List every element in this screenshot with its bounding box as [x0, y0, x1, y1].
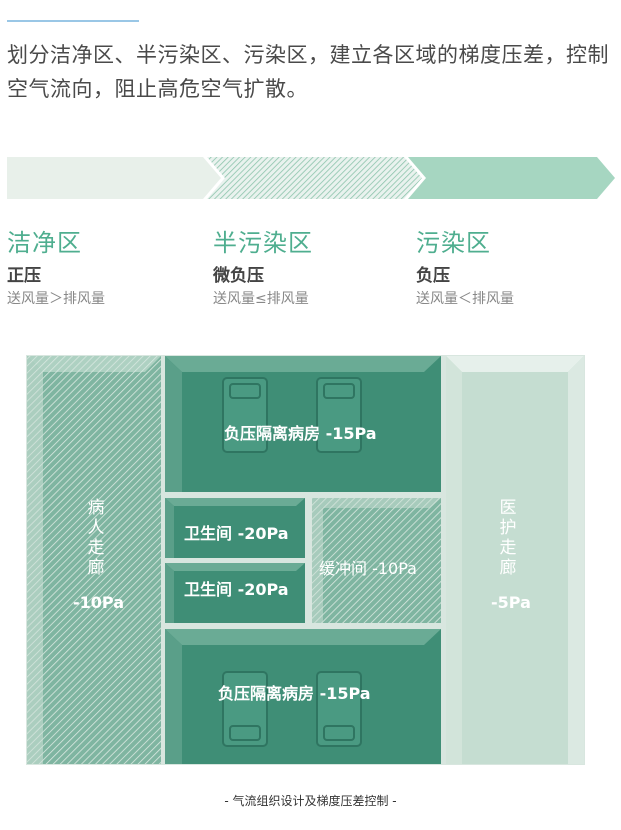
zone-clean-name: 洁净区	[7, 229, 82, 257]
ward-bottom-label: 负压隔离病房 -15Pa	[218, 684, 371, 703]
patient-corridor-name: 病人走廊	[87, 498, 105, 578]
zone-clean: 洁净区 正压 送风量＞排风量	[7, 225, 105, 309]
medical-corridor-label: 医护走廊	[498, 498, 518, 578]
zone-semi: 半污染区 微负压 送风量≤排风量	[213, 225, 313, 309]
bed-icon	[222, 671, 362, 747]
buffer-room-label: 缓冲间 -10Pa	[319, 559, 417, 578]
clean-zone-arrow	[7, 157, 221, 199]
zone-contaminated-relation: 送风量＜排风量	[416, 291, 514, 307]
patient-corridor	[27, 356, 161, 764]
patient-corridor-pressure: -10Pa	[73, 593, 124, 612]
restroom-1	[165, 498, 305, 558]
ward-top	[165, 356, 441, 492]
patient-corridor-label: 病人走廊	[86, 498, 106, 578]
zone-semi-pressure: 微负压	[213, 266, 264, 286]
medical-corridor-name: 医护走廊	[499, 498, 517, 578]
medical-corridor	[446, 356, 584, 764]
ward-top-label: 负压隔离病房 -15Pa	[224, 424, 377, 443]
zone-clean-relation: 送风量＞排风量	[7, 291, 105, 307]
accent-line	[7, 20, 139, 22]
figure-caption: - 气流组织设计及梯度压差控制 -	[224, 794, 397, 808]
contaminated-zone-arrow	[408, 157, 615, 199]
zone-semi-relation: 送风量≤排风量	[213, 291, 309, 307]
restroom-2-label: 卫生间 -20Pa	[184, 580, 289, 599]
floor-plan-drawing	[26, 355, 585, 765]
restroom-2	[165, 563, 305, 623]
buffer-room	[312, 498, 441, 623]
zone-contaminated-pressure: 负压	[416, 266, 450, 286]
restroom-1-label: 卫生间 -20Pa	[184, 524, 289, 543]
zone-arrow-band	[7, 157, 615, 199]
zone-contaminated-name: 污染区	[416, 229, 491, 257]
floor-plan: 病人走廊 -10Pa 负压隔离病房 -15Pa 卫生间 -20Pa 卫生间 -2…	[0, 350, 621, 770]
medical-corridor-pressure: -5Pa	[491, 593, 531, 612]
zone-contaminated: 污染区 负压 送风量＜排风量	[416, 225, 514, 309]
semi-zone-arrow	[207, 157, 422, 199]
zone-semi-name: 半污染区	[213, 229, 313, 257]
intro-text: 划分洁净区、半污染区、污染区，建立各区域的梯度压差，控制空气流向，阻止高危空气扩…	[7, 43, 609, 101]
bed-icon	[222, 377, 362, 453]
ward-bottom	[165, 629, 441, 764]
zone-clean-pressure: 正压	[7, 266, 41, 286]
